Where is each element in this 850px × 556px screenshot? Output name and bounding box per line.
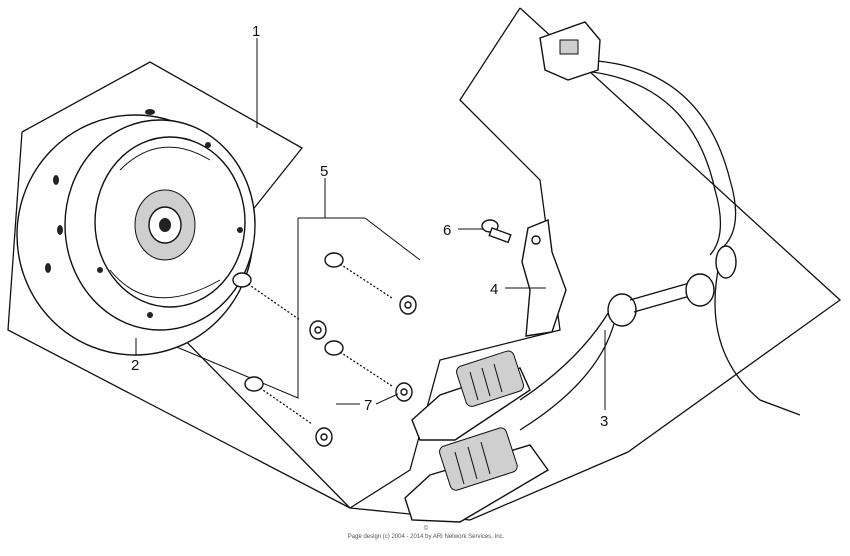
grommet-assembly: [607, 245, 737, 327]
footer-page-design: Page design (c) 2004 - 2014 by ARI Netwo…: [348, 534, 505, 540]
leader-lines: [135, 38, 606, 410]
washers: [309, 295, 417, 447]
flywheel: [16, 109, 256, 356]
bracket-plate: [521, 219, 567, 337]
stator-group-outline: [349, 7, 842, 521]
callout-6: 6: [443, 222, 451, 239]
callout-5: 5: [320, 163, 328, 180]
flywheel-group-outline: [7, 61, 351, 509]
footer-copyright: ©: [424, 525, 429, 532]
bolt-upper-left: [232, 272, 301, 321]
bolt-set-bracket: [159, 217, 421, 399]
wire-harness: [519, 59, 801, 431]
bolt-lower-right: [324, 340, 393, 387]
callout-1: 1: [252, 23, 260, 40]
screw: [481, 219, 512, 244]
callout-4: 4: [490, 281, 498, 298]
connector: [539, 21, 601, 81]
callout-3: 3: [600, 413, 608, 430]
lower-coil: [404, 427, 550, 523]
bolt-upper-right: [324, 252, 393, 299]
bolt-lower-left: [244, 376, 313, 425]
callout-7: 7: [364, 397, 372, 414]
callout-2: 2: [131, 357, 139, 374]
upper-coil: [411, 350, 531, 441]
